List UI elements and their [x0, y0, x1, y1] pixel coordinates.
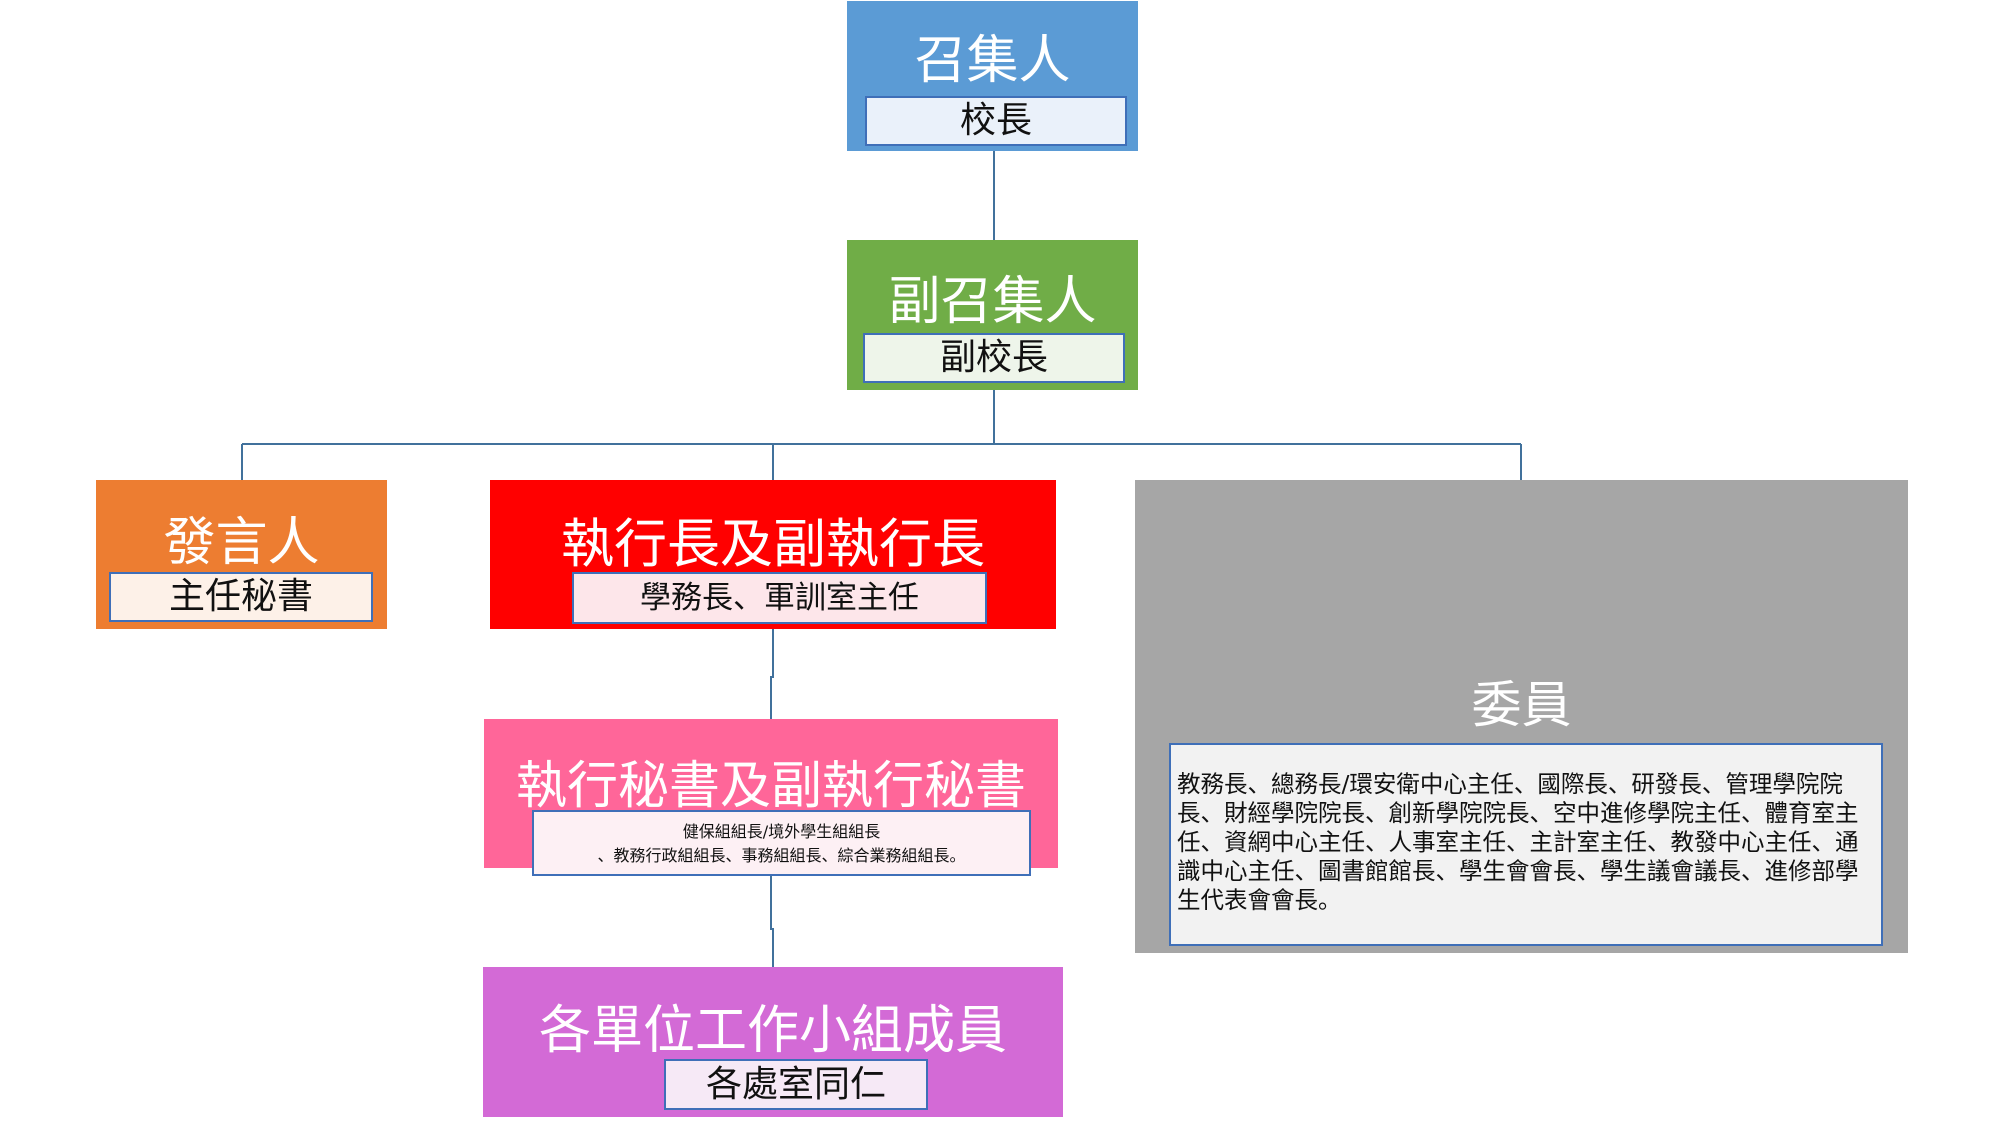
node-title: 執行秘書及副執行秘書 [515, 757, 1026, 816]
node-convener: 召集人 校長 [847, 1, 1138, 151]
node-deputy-convener: 副召集人 副校長 [847, 240, 1138, 390]
node-role: 教務長、總務長/環安衛中心主任、國際長、研發長、管理學院院長、財經學院院長、創新… [1169, 743, 1883, 946]
node-role-line: 、教務行政組組長、事務組組長、綜合業務組組長。 [597, 846, 966, 865]
node-title: 副召集人 [888, 272, 1097, 332]
node-title: 召集人 [914, 31, 1071, 91]
node-role: 學務長、軍訓室主任 [572, 572, 987, 624]
node-role-line: 健保組組長/境外學生組組長 [682, 822, 881, 841]
node-title: 執行長及副執行長 [561, 514, 985, 575]
node-executive-secretary: 執行秘書及副執行秘書 健保組組長/境外學生組組長 、教務行政組組長、事務組組長、… [484, 719, 1058, 876]
node-role: 副校長 [863, 333, 1125, 383]
node-role: 健保組組長/境外學生組組長 、教務行政組組長、事務組組長、綜合業務組組長。 [532, 810, 1031, 876]
node-spokesperson: 發言人 主任秘書 [96, 480, 387, 629]
node-title: 發言人 [163, 513, 320, 573]
node-title: 委員 [1471, 676, 1572, 734]
node-role: 主任秘書 [109, 572, 373, 622]
connector-secretary-workgroup [770, 868, 774, 967]
connector-executive-secretary [770, 629, 774, 719]
node-work-group: 各單位工作小組成員 各處室同仁 [483, 967, 1063, 1117]
node-committee: 委員 教務長、總務長/環安衛中心主任、國際長、研發長、管理學院院長、財經學院院長… [1135, 480, 1908, 953]
node-title: 各單位工作小組成員 [538, 1001, 1007, 1061]
node-executive: 執行長及副執行長 學務長、軍訓室主任 [490, 480, 1056, 629]
node-role: 校長 [865, 96, 1127, 146]
node-role: 各處室同仁 [664, 1059, 928, 1110]
